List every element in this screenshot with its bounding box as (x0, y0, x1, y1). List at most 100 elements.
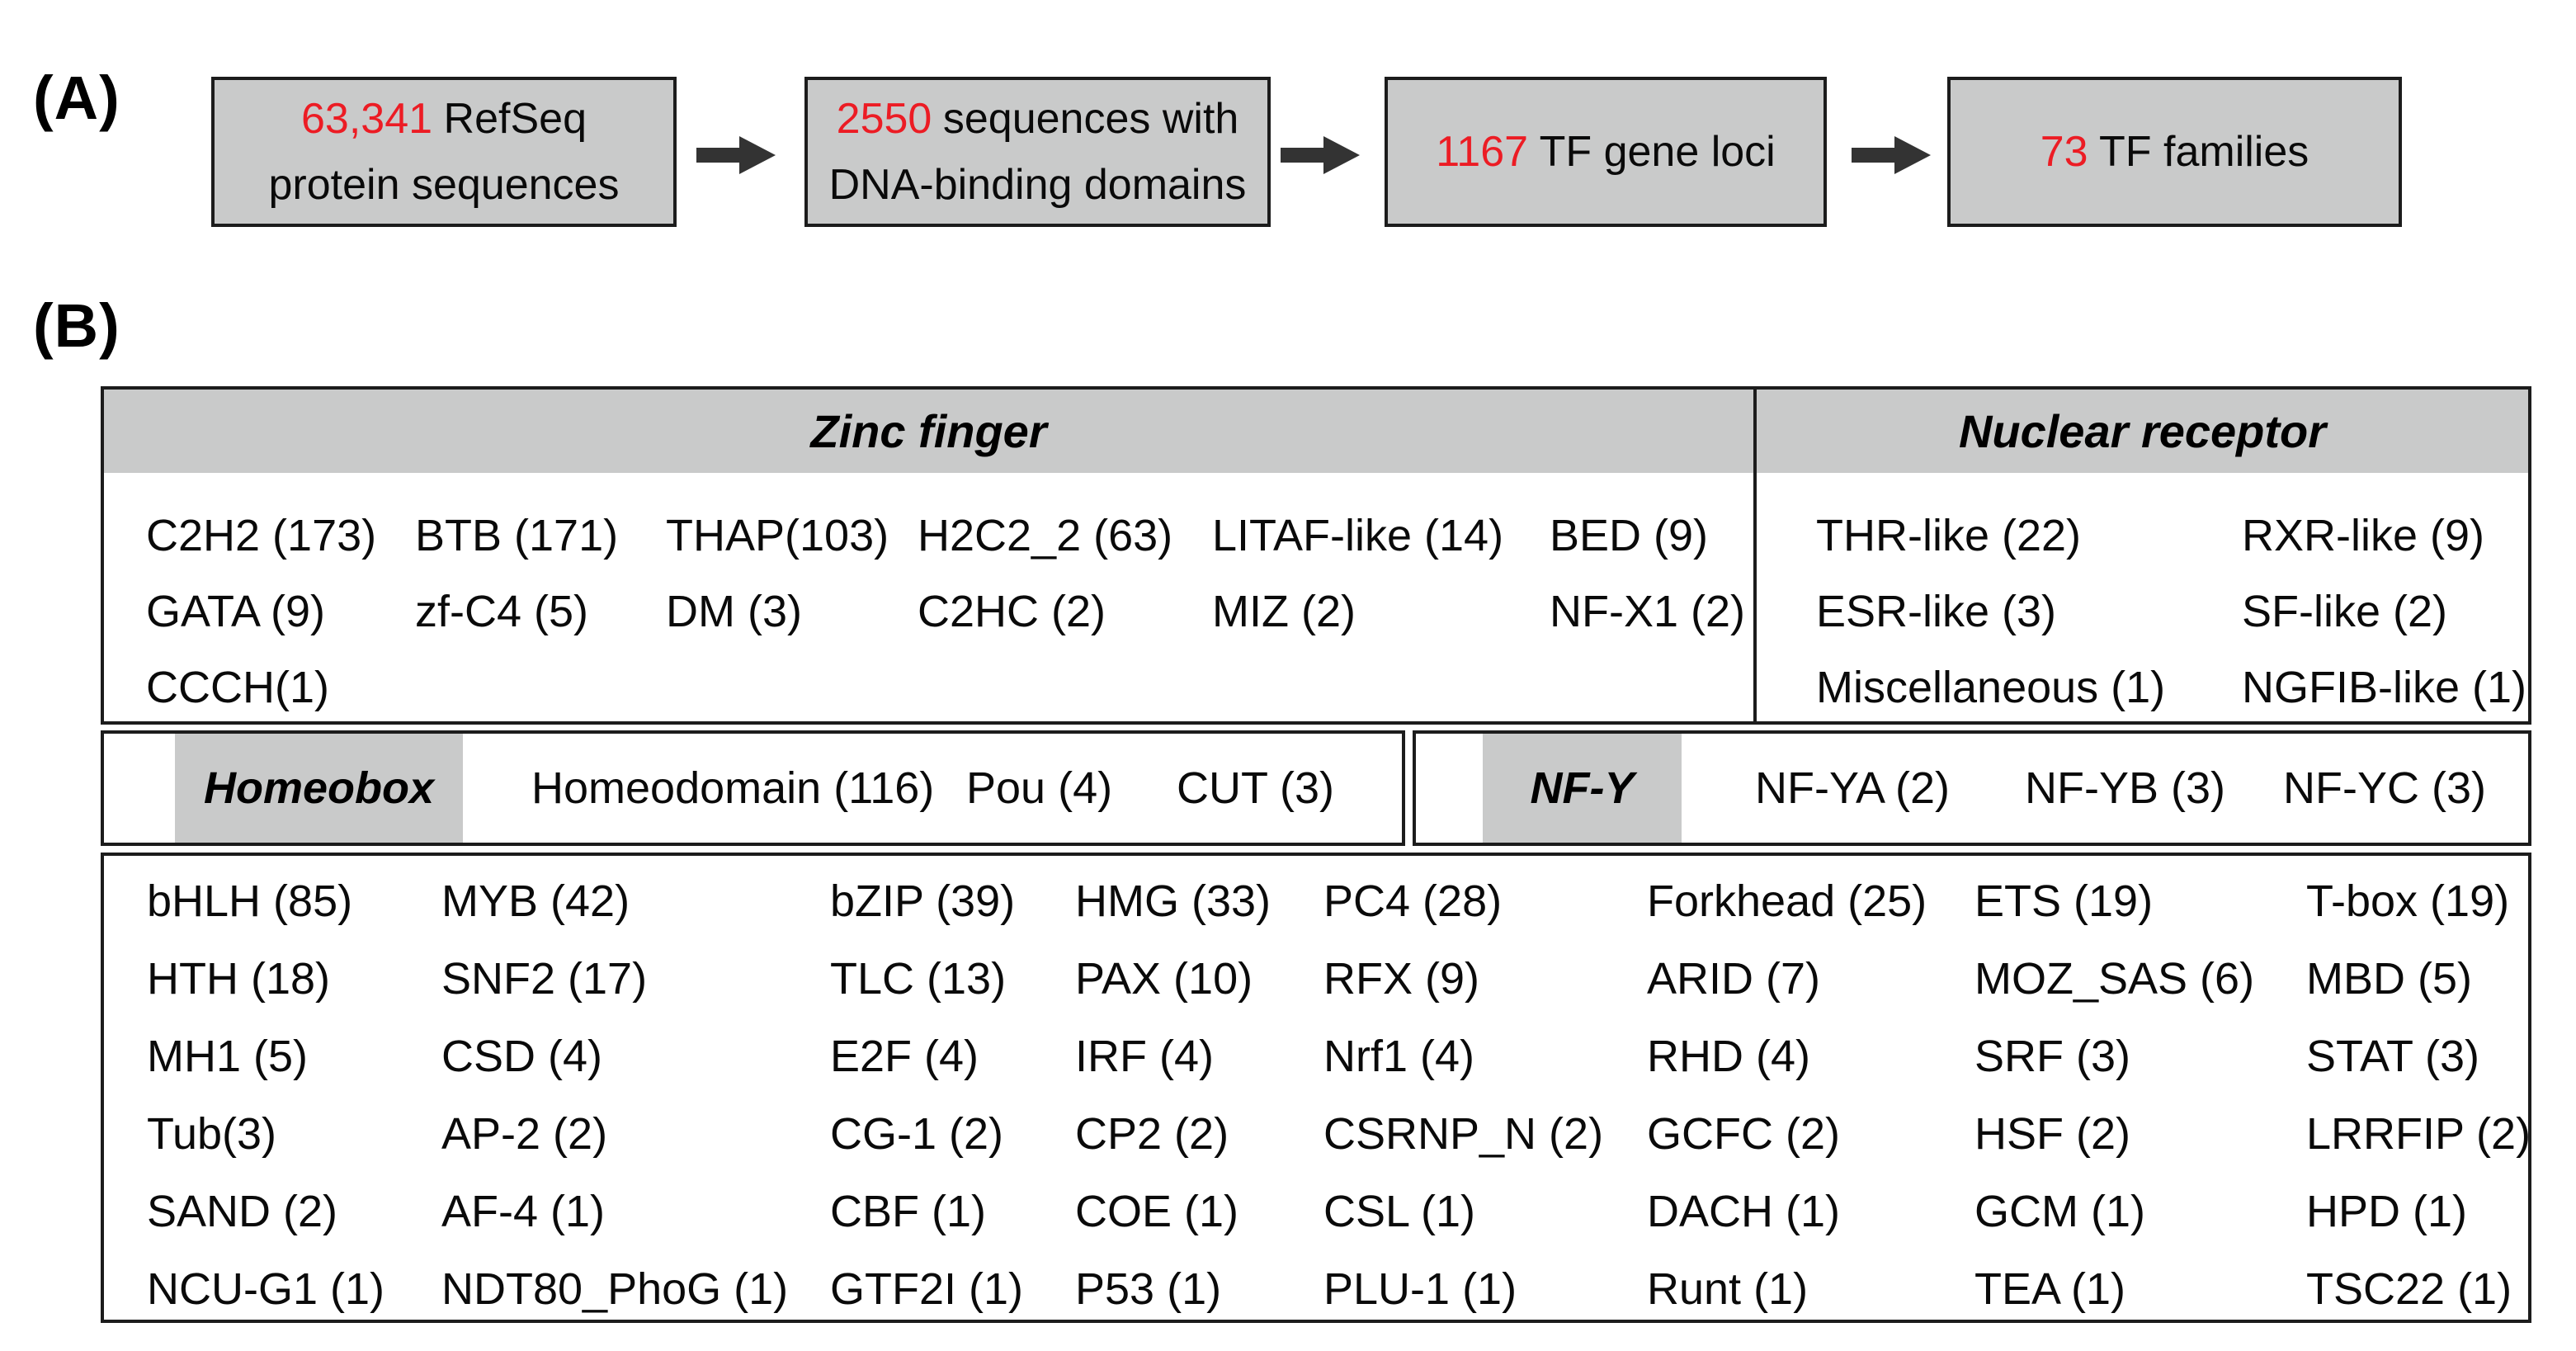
tf-family-table-top: Zinc finger C2H2 (173) BTB (171) THAP(10… (101, 386, 2531, 725)
family-cell: NCU-G1 (1) (147, 1264, 385, 1314)
nuclear-receptor-header: Nuclear receptor (1757, 390, 2528, 473)
flow-box-text: RefSeq (443, 95, 587, 143)
family-cell: Tub(3) (147, 1109, 277, 1159)
family-cell: RFX (9) (1323, 954, 1479, 1004)
nuclear-receptor-section: Nuclear receptor THR-like (22) RXR-like … (1757, 390, 2528, 721)
flow-box-line: DNA-binding domains (828, 161, 1247, 209)
homeobox-section: Homeobox Homeodomain (116) Pou (4) CUT (… (101, 730, 1405, 846)
family-cell: MH1 (5) (147, 1032, 309, 1081)
arrow-right-icon (1281, 136, 1360, 174)
family-cell: Pou (4) (966, 763, 1113, 813)
family-cell: HTH (18) (147, 954, 331, 1004)
family-cell: CP2 (2) (1075, 1109, 1229, 1159)
family-cell: DM (3) (666, 587, 802, 636)
family-cell: Nrf1 (4) (1323, 1032, 1475, 1081)
panel-b-label: (B) (33, 291, 120, 360)
nuclear-receptor-family-list: THR-like (22) RXR-like (9) ESR-like (3) … (1757, 473, 2528, 725)
family-cell: BTB (171) (415, 511, 619, 560)
family-cell: RHD (4) (1647, 1032, 1810, 1081)
family-cell: NDT80_PhoG (1) (441, 1264, 789, 1314)
family-cell: TSC22 (1) (2306, 1264, 2512, 1314)
family-cell: AF-4 (1) (441, 1187, 606, 1236)
family-cell: COE (1) (1075, 1187, 1239, 1236)
arrow-right-icon (1852, 136, 1931, 174)
highlight-count: 2550 (836, 95, 932, 143)
family-cell: GTF2I (1) (830, 1264, 1024, 1314)
zinc-finger-section: Zinc finger C2H2 (173) BTB (171) THAP(10… (104, 390, 1757, 721)
family-cell: T-box (19) (2306, 876, 2510, 926)
family-cell: CBF (1) (830, 1187, 986, 1236)
family-cell: DACH (1) (1647, 1187, 1841, 1236)
family-cell: NGFIB-like (1) (2242, 663, 2527, 712)
flow-box-text: sequences with (942, 95, 1239, 143)
panel-a-label: (A) (33, 64, 120, 132)
family-cell: BED (9) (1550, 511, 1709, 560)
family-cell: AP-2 (2) (441, 1109, 608, 1159)
zinc-finger-family-list: C2H2 (173) BTB (171) THAP(103) H2C2_2 (6… (104, 473, 1753, 725)
family-cell: ETS (19) (1974, 876, 2154, 926)
family-cell: MIZ (2) (1212, 587, 1356, 636)
family-cell: HSF (2) (1974, 1109, 2130, 1159)
family-cell: NF-X1 (2) (1550, 587, 1746, 636)
family-cell: Homeodomain (116) (531, 763, 935, 813)
family-cell: HMG (33) (1075, 876, 1271, 926)
family-cell: CSL (1) (1323, 1187, 1476, 1236)
family-cell: GCFC (2) (1647, 1109, 1840, 1159)
family-cell: CCCH(1) (146, 663, 329, 712)
family-cell: ESR-like (3) (1816, 587, 2057, 636)
family-cell: CUT (3) (1177, 763, 1335, 813)
flow-box-text: TF families (2099, 128, 2309, 176)
family-cell: C2HC (2) (918, 587, 1106, 636)
family-cell: SRF (3) (1974, 1032, 2130, 1081)
family-cell: LITAF-like (14) (1212, 511, 1504, 560)
family-cell: PLU-1 (1) (1323, 1264, 1517, 1314)
arrow-right-icon (696, 136, 776, 174)
flow-box-line: protein sequences (268, 161, 620, 209)
zinc-finger-header: Zinc finger (104, 390, 1753, 473)
family-cell: TEA (1) (1974, 1264, 2126, 1314)
family-cell: Runt (1) (1647, 1264, 1809, 1314)
family-cell: STAT (3) (2306, 1032, 2480, 1081)
family-cell: MBD (5) (2306, 954, 2472, 1004)
family-cell: MYB (42) (441, 876, 630, 926)
family-cell: TLC (13) (830, 954, 1007, 1004)
family-cell: NF-YB (3) (2025, 763, 2225, 813)
family-cell: GATA (9) (146, 587, 326, 636)
family-cell: NF-YC (3) (2283, 763, 2486, 813)
family-cell: Miscellaneous (1) (1816, 663, 2166, 712)
family-cell: CSD (4) (441, 1032, 603, 1081)
family-cell: LRRFIP (2) (2306, 1109, 2531, 1159)
family-cell: RXR-like (9) (2242, 511, 2485, 560)
homeobox-header: Homeobox (175, 734, 463, 843)
family-cell: SF-like (2) (2242, 587, 2448, 636)
family-cell: ARID (7) (1647, 954, 1821, 1004)
other-families-table: bHLH (85) MYB (42) bZIP (39) HMG (33) PC… (101, 853, 2531, 1323)
highlight-count: 73 (2040, 128, 2088, 176)
family-cell: NF-YA (2) (1755, 763, 1951, 813)
family-cell: THR-like (22) (1816, 511, 2082, 560)
nf-y-section: NF-Y NF-YA (2) NF-YB (3) NF-YC (3) (1413, 730, 2531, 846)
family-cell: PAX (10) (1075, 954, 1253, 1004)
family-cell: H2C2_2 (63) (918, 511, 1173, 560)
family-cell: P53 (1) (1075, 1264, 1222, 1314)
nf-y-header: NF-Y (1483, 734, 1682, 843)
family-cell: SNF2 (17) (441, 954, 648, 1004)
family-cell: GCM (1) (1974, 1187, 2145, 1236)
family-cell: CG-1 (2) (830, 1109, 1004, 1159)
family-cell: CSRNP_N (2) (1323, 1109, 1604, 1159)
family-cell: E2F (4) (830, 1032, 979, 1081)
family-cell: THAP(103) (666, 511, 889, 560)
family-cell: bHLH (85) (147, 876, 353, 926)
family-cell: bZIP (39) (830, 876, 1016, 926)
family-cell: zf-C4 (5) (415, 587, 589, 636)
family-cell: HPD (1) (2306, 1187, 2468, 1236)
